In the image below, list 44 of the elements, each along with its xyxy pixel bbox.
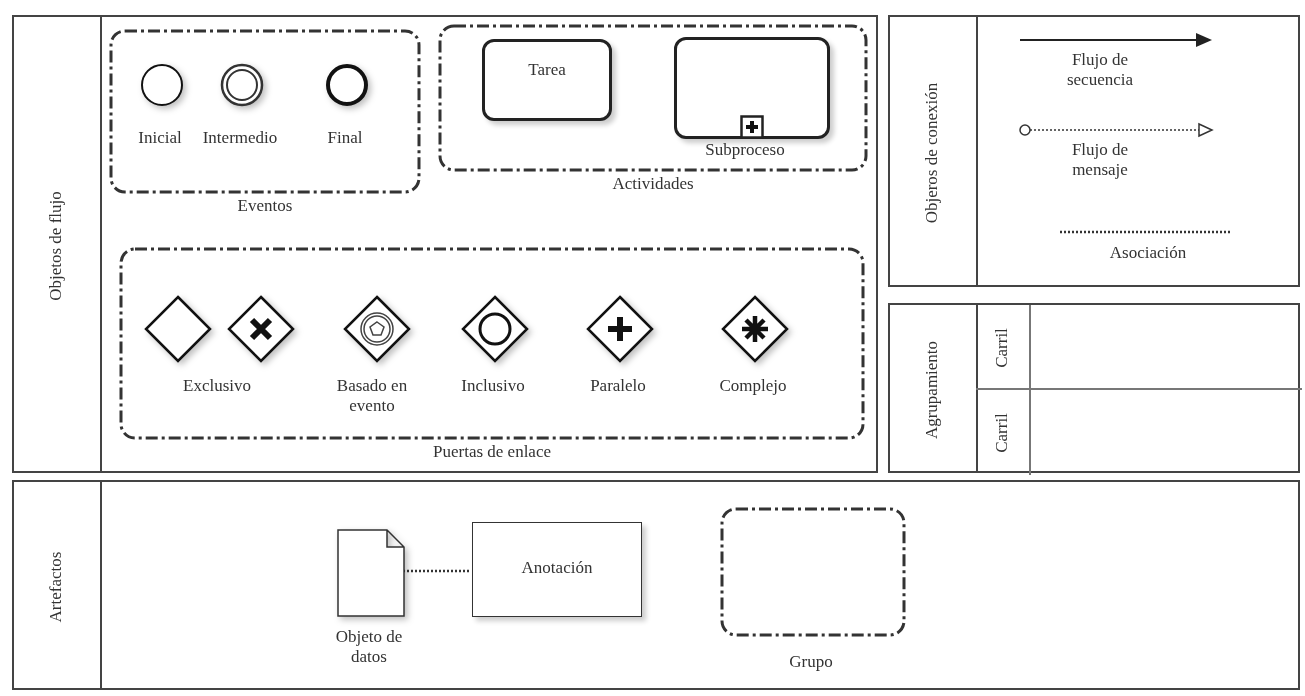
- node-label: Final: [327, 128, 363, 148]
- lane-label: Carril: [991, 327, 1012, 368]
- event-circle: [325, 63, 369, 107]
- node-label: Complejo: [719, 376, 787, 396]
- panel-title: Objeros de conexión: [922, 82, 942, 224]
- event-circle: [220, 63, 264, 107]
- panel-title: Objetos de flujo: [46, 191, 66, 301]
- panel: [888, 15, 1300, 287]
- connector-label: Flujo de mensaje: [1070, 140, 1130, 180]
- panel-title: Agrupamiento: [922, 340, 942, 440]
- node-label: Grupo: [789, 652, 833, 672]
- gateway-diamond: [721, 295, 789, 363]
- gateway-diamond: [586, 295, 654, 363]
- swimlane: [976, 305, 1302, 390]
- node-label: Inicial: [138, 128, 182, 148]
- panel: [12, 480, 1300, 690]
- group-label: Eventos: [237, 196, 293, 216]
- node-label: Intermedio: [202, 128, 278, 148]
- gateway-diamond: [461, 295, 529, 363]
- annotation-box: [472, 522, 642, 617]
- node-label: Objeto de datos: [334, 627, 404, 667]
- connector-label: Flujo de secuencia: [1065, 50, 1135, 90]
- data-object-document: [337, 529, 405, 617]
- group-label: Actividades: [612, 174, 694, 194]
- group-label: Puertas de enlace: [433, 442, 551, 462]
- lane-label: Carril: [991, 412, 1012, 453]
- node-label: Basado en evento: [335, 376, 409, 416]
- dashed-group-frame: [720, 507, 906, 637]
- connector-label: Asociación: [1109, 243, 1187, 263]
- gateway-diamond: [343, 295, 411, 363]
- event-circle: [140, 63, 184, 107]
- panel: [888, 303, 1300, 473]
- subprocess-box: [674, 37, 830, 139]
- node-label: Inclusivo: [461, 376, 525, 396]
- panel: [12, 15, 878, 473]
- gateway-diamond: [144, 295, 212, 363]
- gateway-diamond: [227, 295, 295, 363]
- task-box: [482, 39, 612, 121]
- panel-title: Artefactos: [46, 551, 66, 623]
- annotation-text: Anotación: [521, 557, 593, 578]
- node-label: Paralelo: [590, 376, 646, 396]
- node-label: Subproceso: [705, 140, 785, 160]
- task-label: Tarea: [528, 60, 566, 80]
- node-label: Exclusivo: [183, 376, 251, 396]
